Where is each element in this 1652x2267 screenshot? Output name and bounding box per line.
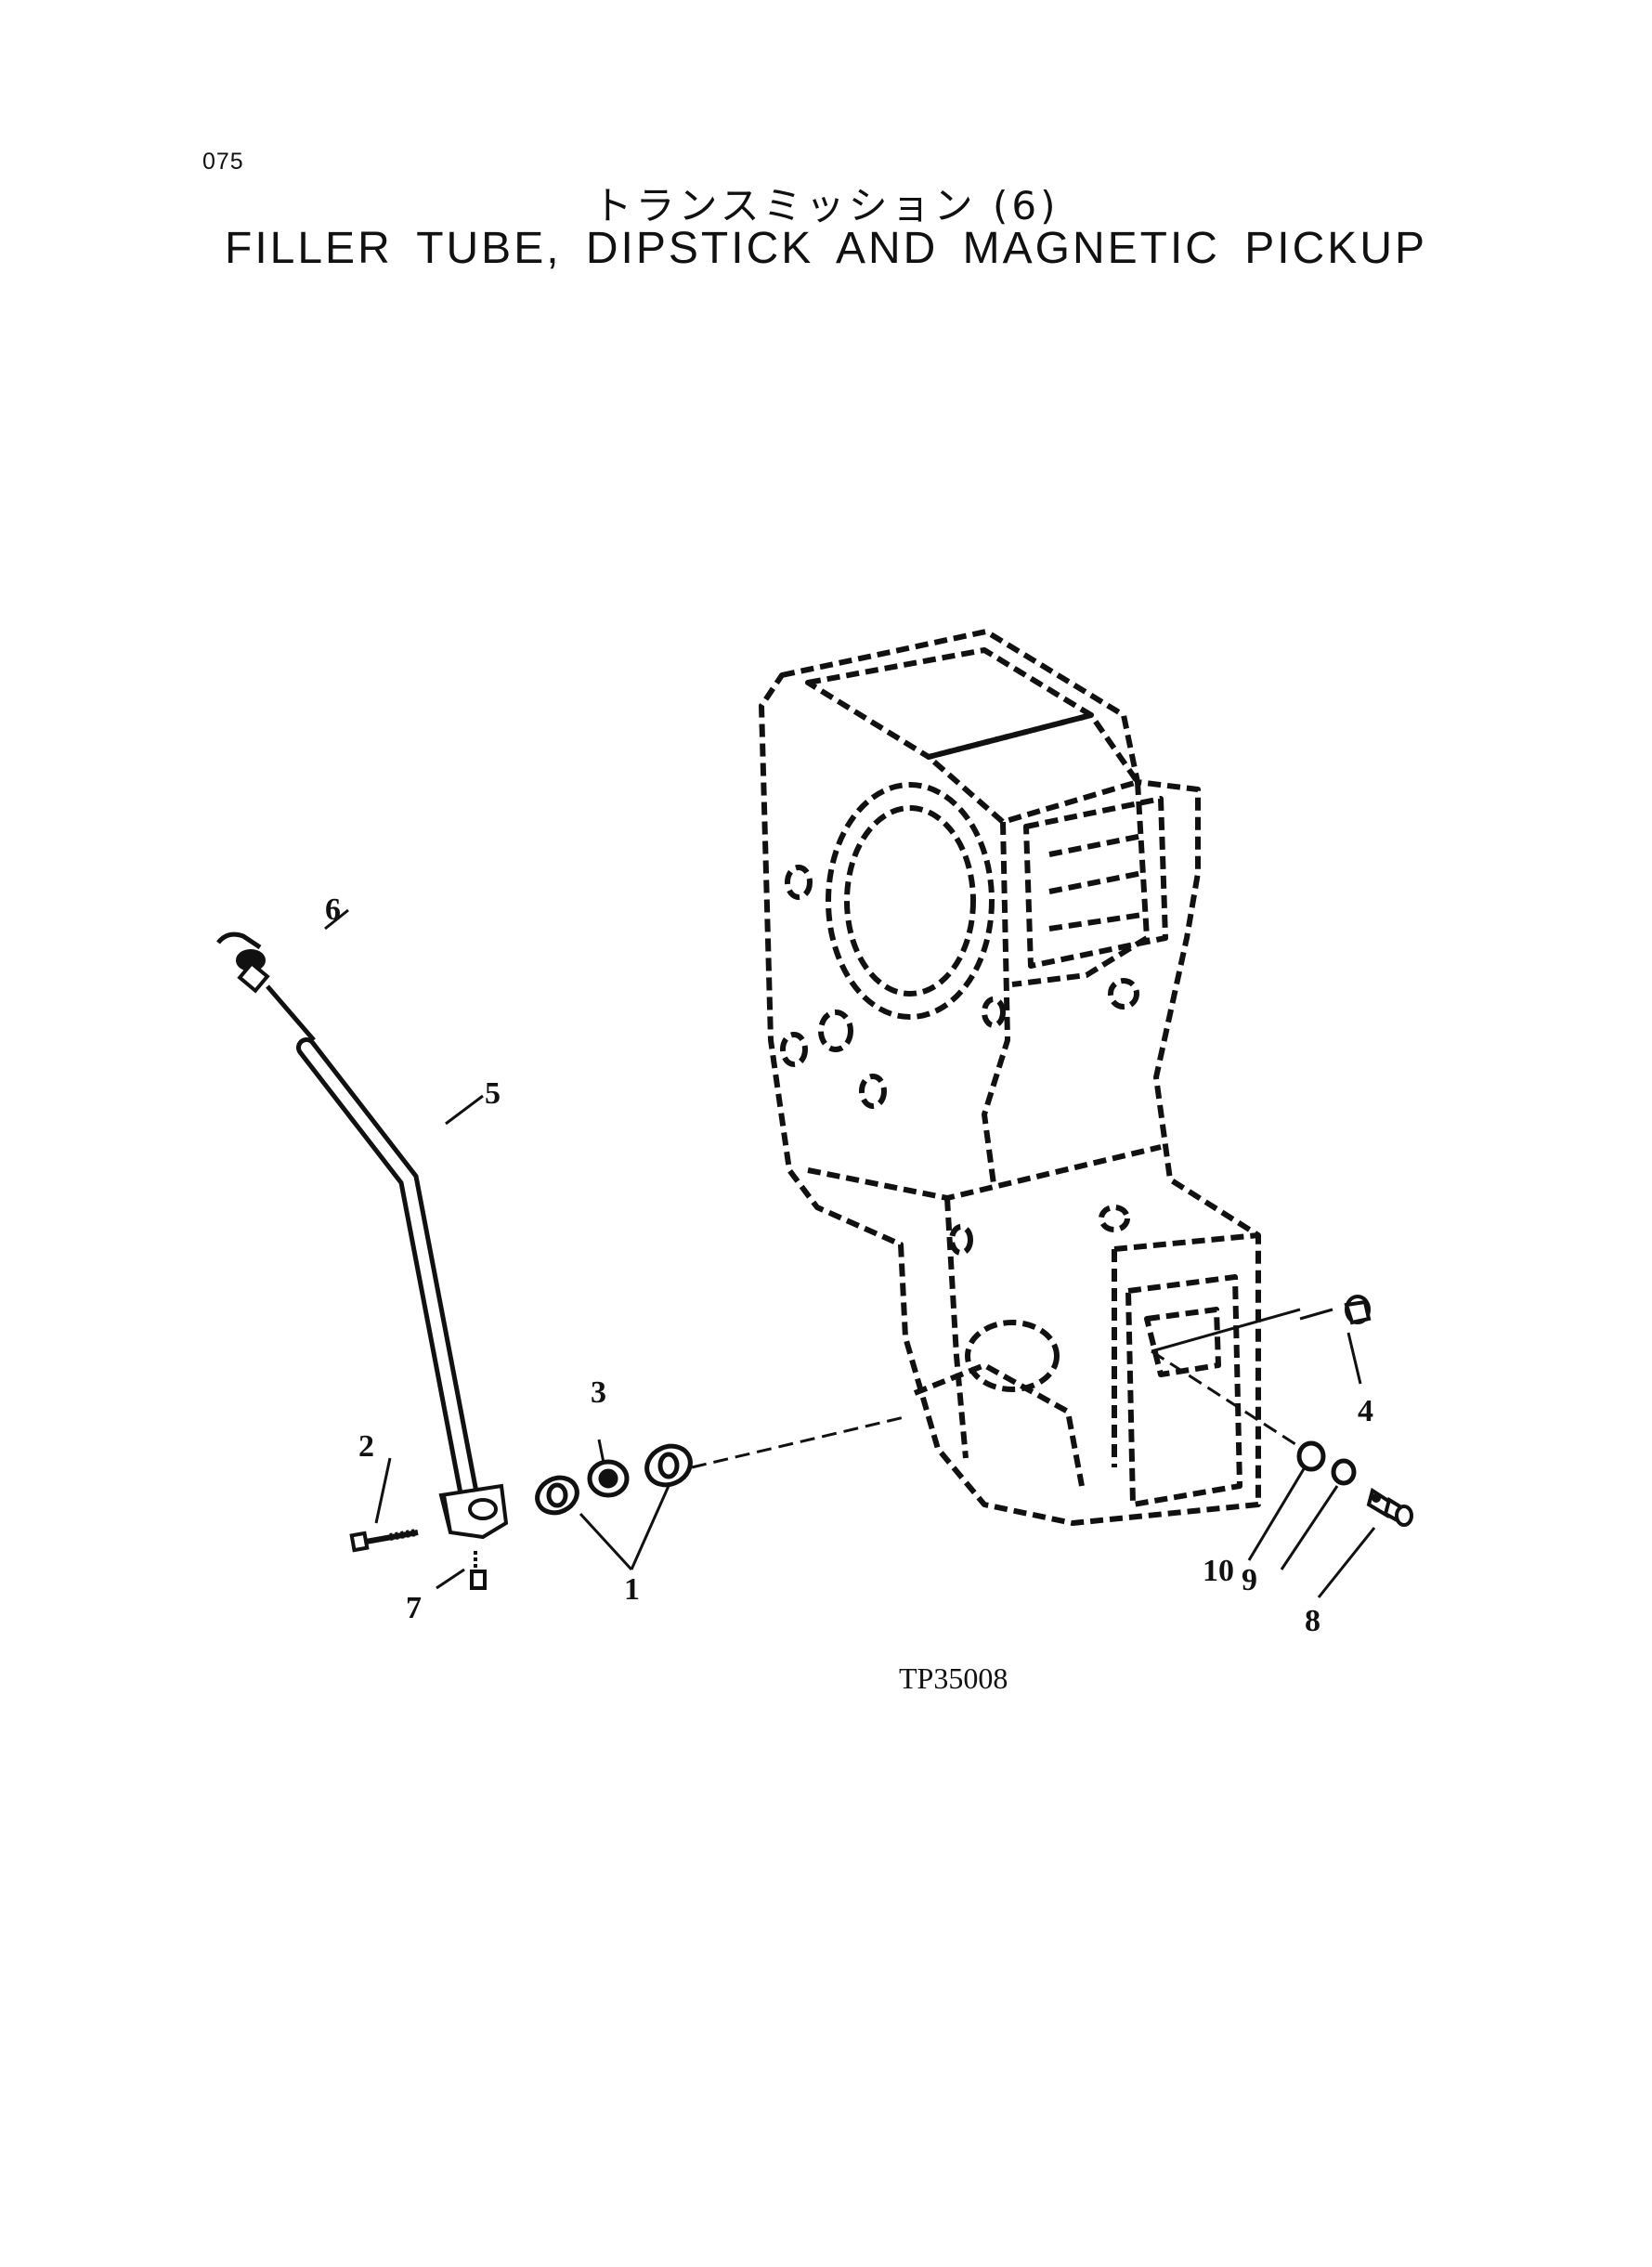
gasket-part-1-right	[644, 1443, 693, 1488]
callout-9: 9	[1242, 1563, 1257, 1597]
callout-7: 7	[406, 1591, 422, 1625]
tube-flange	[438, 1483, 509, 1540]
callout-5: 5	[485, 1076, 501, 1111]
dipstick-part-6	[216, 932, 316, 1042]
filler-tube-part-5	[296, 1037, 479, 1505]
figure-id: TP35008	[899, 1661, 1008, 1695]
callout-4: 4	[1358, 1394, 1373, 1428]
o-ring-part-9	[1331, 1458, 1357, 1486]
callout-2: 2	[358, 1429, 374, 1464]
page-title-english: FILLER TUBE, DIPSTICK AND MAGNETIC PICKU…	[225, 224, 1427, 273]
callout-10: 10	[1203, 1554, 1234, 1588]
callout-3: 3	[591, 1375, 606, 1410]
magnetic-pickup-part-8	[1366, 1487, 1413, 1527]
callout-labels: 1 2 3 4 5 6 7 8 9 10	[325, 892, 1373, 1638]
o-ring-part-10	[1296, 1440, 1326, 1472]
page-number: 075	[202, 149, 244, 175]
transmission-housing	[759, 629, 1261, 1526]
nut-part-7	[470, 1551, 487, 1590]
plug-part-4	[1344, 1295, 1372, 1325]
callout-1: 1	[624, 1572, 640, 1607]
page-title-japanese: トランスミッション (6)	[592, 183, 1060, 228]
washer-part-3	[587, 1459, 630, 1498]
leader-lines	[324, 908, 1376, 1598]
callout-6: 6	[325, 892, 341, 927]
gasket-part-1-left	[535, 1475, 579, 1516]
explosion-lines	[691, 1349, 1296, 1469]
bolt-part-2	[349, 1529, 419, 1553]
callout-8: 8	[1305, 1604, 1320, 1638]
